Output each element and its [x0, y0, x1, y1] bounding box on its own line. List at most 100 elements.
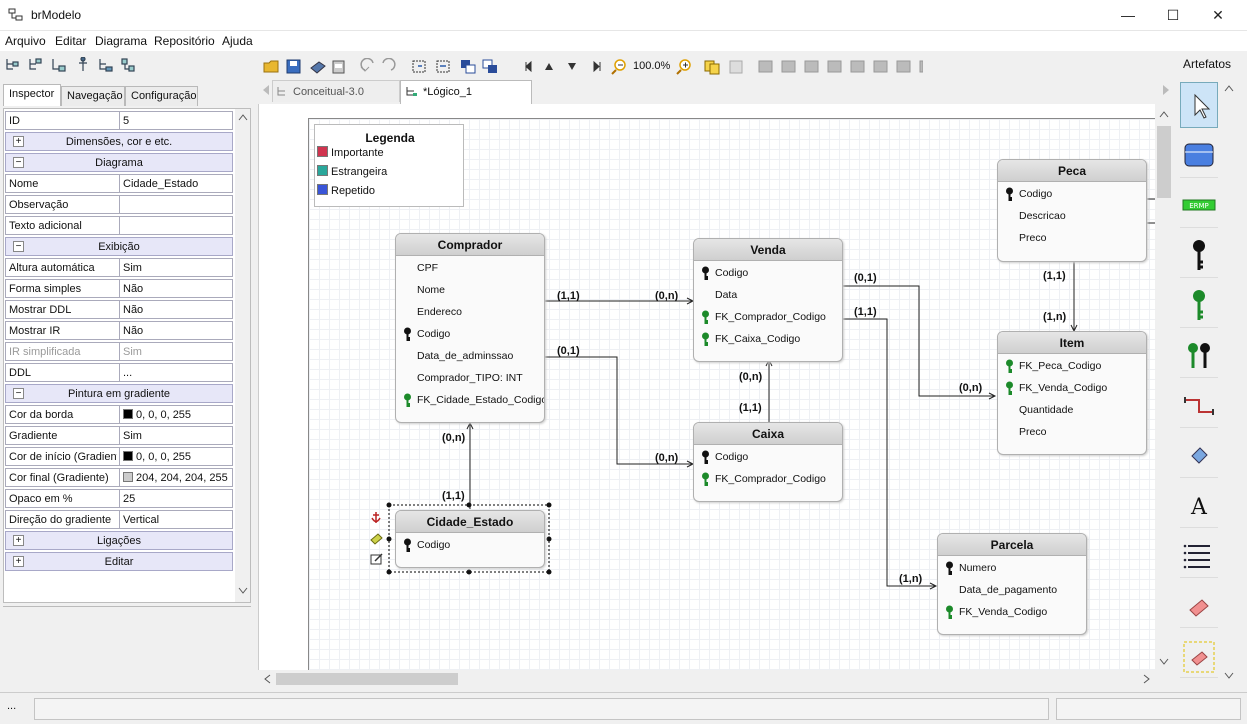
entity-attribute[interactable]: Descricao [998, 204, 1146, 226]
entity-attribute[interactable]: Codigo [998, 182, 1146, 204]
entity-attribute[interactable]: FK_Cidade_Estado_Codigo [396, 388, 544, 410]
close-button[interactable]: ✕ [1195, 0, 1241, 31]
legend-box[interactable]: Legenda Importante Estrangeira Repetido [314, 124, 464, 207]
property-value[interactable]: 25 [119, 490, 232, 507]
inspector-property[interactable]: Texto adicional [5, 216, 233, 235]
entity-attribute[interactable]: CPF [396, 256, 544, 278]
property-value[interactable]: 5 [119, 112, 232, 129]
entity-attribute[interactable]: Preco [998, 420, 1146, 442]
text-tool[interactable]: A [1180, 482, 1218, 528]
paint-tool[interactable] [1180, 432, 1218, 478]
tabs-left-icon[interactable] [261, 84, 271, 96]
inspector-property[interactable]: Mostrar IRNão [5, 321, 233, 340]
list-tool[interactable] [1180, 532, 1218, 578]
maximize-button[interactable]: ☐ [1150, 0, 1196, 31]
entity-cidade-estado[interactable]: Cidade_EstadoCodigo [395, 510, 545, 568]
entity-parcela[interactable]: ParcelaNumeroData_de_pagamentoFK_Venda_C… [937, 533, 1087, 635]
scroll-up-icon[interactable] [1159, 110, 1169, 118]
property-value[interactable] [119, 196, 232, 213]
property-value[interactable]: 204, 204, 204, 255 [119, 469, 232, 486]
inspector-property[interactable]: Cor de início (Gradiente)0, 0, 0, 255 [5, 447, 233, 466]
composite-key-tool[interactable] [1180, 332, 1218, 378]
property-value[interactable]: Não [119, 280, 232, 297]
menu-arquivo[interactable]: Arquivo [5, 34, 46, 48]
inspector-property[interactable]: DDL... [5, 363, 233, 382]
inspector-property[interactable]: GradienteSim [5, 426, 233, 445]
entity-attribute[interactable]: FK_Comprador_Codigo [694, 467, 842, 489]
property-value[interactable]: Vertical [119, 511, 232, 528]
menu-editar[interactable]: Editar [55, 34, 86, 48]
foreign-key-tool[interactable] [1180, 282, 1218, 328]
entity-venda[interactable]: VendaCodigoDataFK_Comprador_CodigoFK_Cai… [693, 238, 843, 362]
minimize-button[interactable]: — [1105, 0, 1151, 31]
inspector-property[interactable]: Forma simplesNão [5, 279, 233, 298]
inspector-property[interactable]: Mostrar DDLNão [5, 300, 233, 319]
primary-key-tool[interactable] [1180, 232, 1218, 278]
property-value[interactable]: ... [119, 364, 232, 381]
entity-comprador[interactable]: CompradorCPFNomeEnderecoCodigoData_de_ad… [395, 233, 545, 423]
entity-attribute[interactable]: Preco [998, 226, 1146, 248]
canvas-hscroll[interactable] [258, 670, 1155, 688]
inspector-property[interactable]: Observação [5, 195, 233, 214]
entity-attribute[interactable]: Nome [396, 278, 544, 300]
table-tool[interactable] [1180, 132, 1218, 178]
inspector-group[interactable]: +Ligações [5, 531, 233, 550]
tab-inspector[interactable]: Inspector [3, 84, 61, 106]
scroll-down-icon[interactable] [1224, 672, 1234, 680]
palette-scrollbar[interactable] [1221, 80, 1237, 686]
entity-attribute[interactable]: Data_de_pagamento [938, 578, 1086, 600]
menu-repositorio[interactable]: Repositório [154, 34, 215, 48]
scroll-left-icon[interactable] [263, 674, 271, 684]
inspector-property[interactable]: Opaco em %25 [5, 489, 233, 508]
inspector-property[interactable]: ID5 [5, 111, 233, 130]
inspector-property[interactable]: Cor da borda0, 0, 0, 255 [5, 405, 233, 424]
property-value[interactable]: Sim [119, 259, 232, 276]
property-value[interactable] [119, 217, 232, 234]
property-value[interactable]: Cidade_Estado [119, 175, 232, 192]
entity-peca[interactable]: PecaCodigoDescricaoPreco [997, 159, 1147, 262]
menu-diagrama[interactable]: Diagrama [95, 34, 147, 48]
diagram-canvas[interactable]: Legenda Importante Estrangeira Repetido … [258, 104, 1155, 670]
vscroll-thumb[interactable] [1157, 126, 1171, 198]
inspector-group[interactable]: −Diagrama [5, 153, 233, 172]
tree-view-icons[interactable] [5, 57, 140, 73]
editor-toolbar-icons[interactable] [263, 58, 923, 76]
inspector-group[interactable]: +Dimensões, cor e etc. [5, 132, 233, 151]
entity-attribute[interactable]: FK_Venda_Codigo [938, 600, 1086, 622]
property-value[interactable]: Não [119, 322, 232, 339]
diagram-page[interactable]: Legenda Importante Estrangeira Repetido … [308, 118, 1155, 670]
property-value[interactable]: Sim [119, 427, 232, 444]
eraser-tool[interactable] [1180, 582, 1218, 628]
entity-attribute[interactable]: Codigo [396, 533, 544, 555]
entity-attribute[interactable]: FK_Peca_Codigo [998, 354, 1146, 376]
tabs-right-icon[interactable] [1161, 84, 1171, 96]
canvas-vscroll[interactable] [1155, 104, 1173, 670]
tab-conceitual[interactable]: Conceitual-3.0 [272, 80, 400, 102]
link-tool[interactable] [1180, 382, 1218, 428]
entity-attribute[interactable]: FK_Venda_Codigo [998, 376, 1146, 398]
entity-attribute[interactable]: Numero [938, 556, 1086, 578]
tab-navegacao[interactable]: Navegação [61, 86, 125, 106]
property-value[interactable]: 0, 0, 0, 255 [119, 448, 232, 465]
inspector-property[interactable]: Direção do gradienteVertical [5, 510, 233, 529]
tab-configuracao[interactable]: Configuração [125, 86, 198, 106]
property-value[interactable]: 0, 0, 0, 255 [119, 406, 232, 423]
entity-attribute[interactable]: Data [694, 283, 842, 305]
inspector-scrollbar[interactable] [235, 109, 251, 602]
pointer-tool[interactable] [1180, 82, 1218, 128]
entity-attribute[interactable]: FK_Caixa_Codigo [694, 327, 842, 349]
scroll-up-icon[interactable] [1224, 84, 1234, 92]
entity-attribute[interactable]: Codigo [694, 261, 842, 283]
inspector-property[interactable]: NomeCidade_Estado [5, 174, 233, 193]
inspector-group[interactable]: −Pintura em gradiente [5, 384, 233, 403]
scroll-down-icon[interactable] [1159, 658, 1169, 666]
ermp-tool[interactable]: ERMP [1180, 182, 1218, 228]
scroll-down-icon[interactable] [238, 587, 248, 595]
inspector-property[interactable]: Cor final (Gradiente)204, 204, 204, 255 [5, 468, 233, 487]
tab-logico[interactable]: *Lógico_1 [400, 80, 532, 104]
entity-attribute[interactable]: Data_de_adminssao [396, 344, 544, 366]
entity-attribute[interactable]: Comprador_TIPO: INT [396, 366, 544, 388]
inspector-property[interactable]: IR simplificadaSim [5, 342, 233, 361]
inspector-property[interactable]: Altura automáticaSim [5, 258, 233, 277]
scroll-up-icon[interactable] [238, 113, 248, 121]
